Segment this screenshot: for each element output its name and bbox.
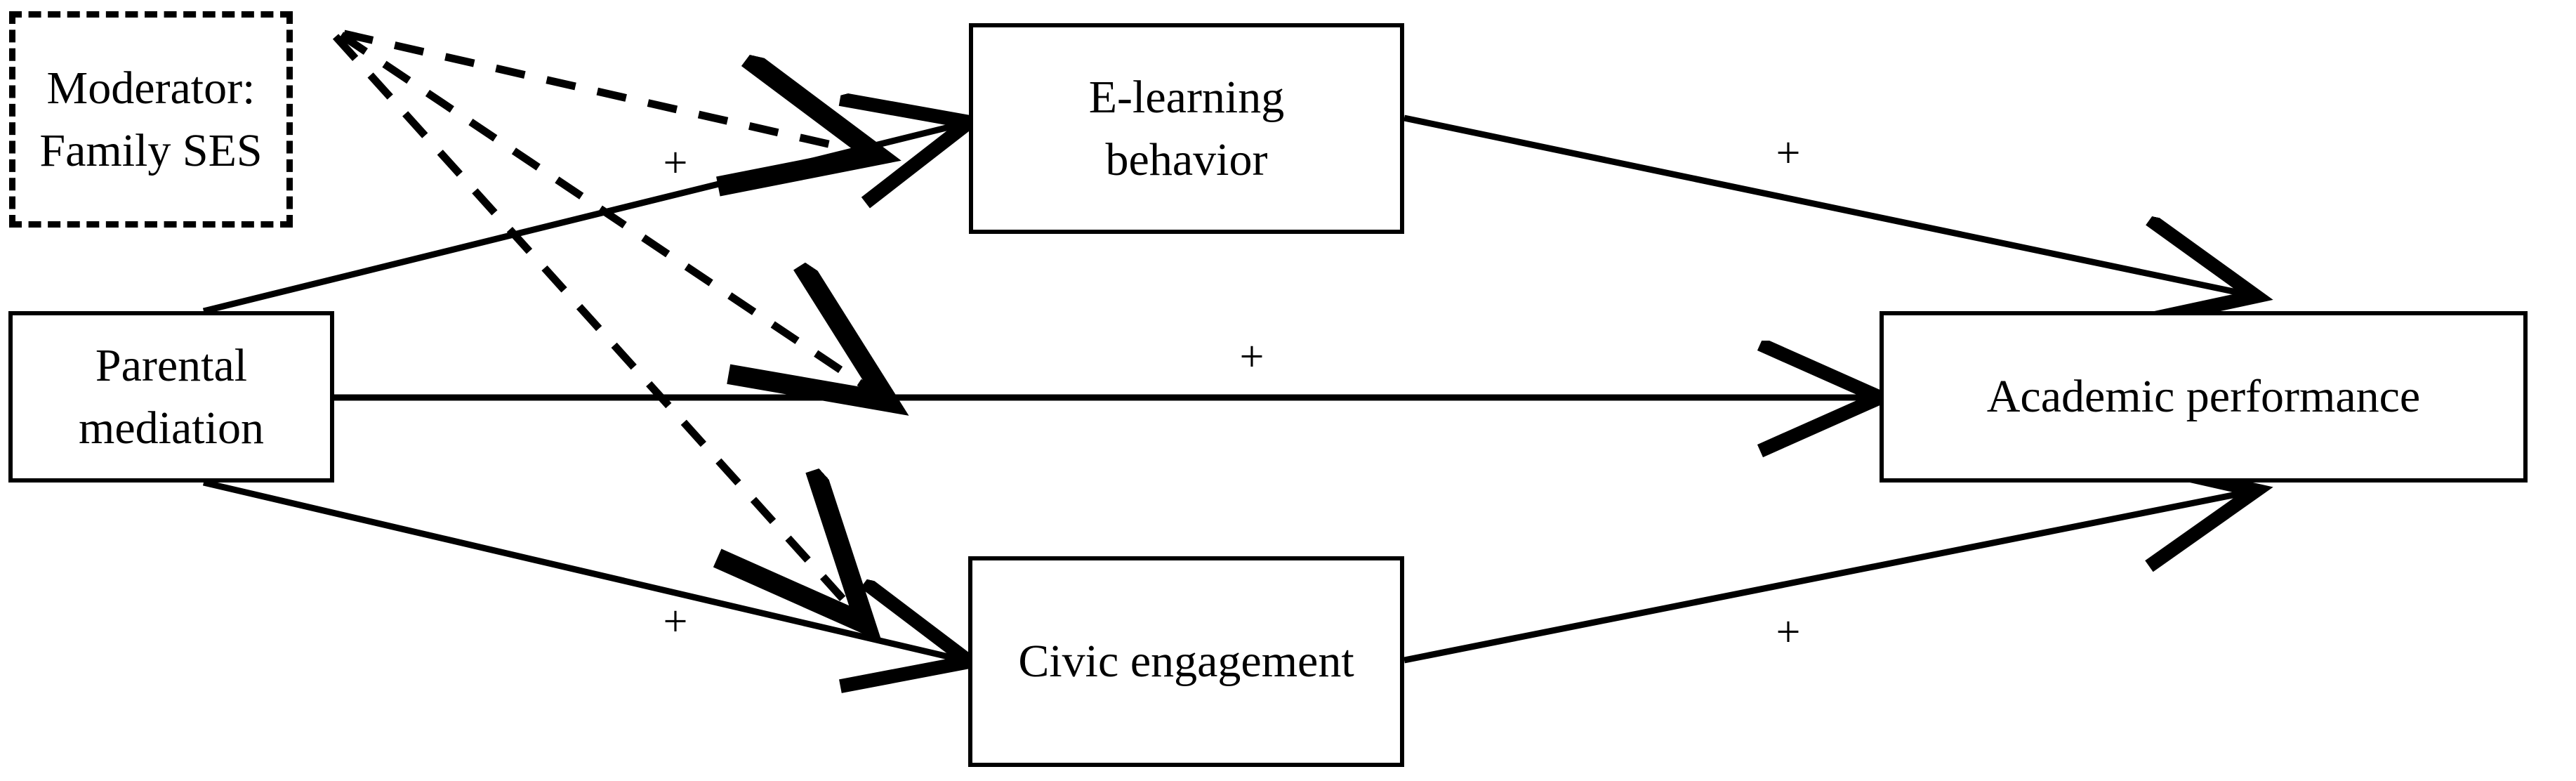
node-parental-mediation[interactable]: Parental mediation [8, 311, 334, 483]
edge-moderator-to-parental-academic [338, 32, 876, 393]
edge-moderator-to-parental-civic [332, 34, 855, 612]
node-moderator-label: Moderator: Family SES [39, 62, 263, 176]
node-civic-label: Civic engagement [1018, 636, 1354, 688]
edge-civic-to-academic [1403, 492, 2250, 664]
edge-parental-to-elearning [202, 124, 963, 315]
edge-sign-elearning-academic: + [1776, 129, 1801, 177]
node-academic-label: Academic performance [1986, 371, 2421, 423]
edge-sign-civic-academic: + [1776, 608, 1801, 656]
edge-sign-parental-elearning: + [663, 139, 688, 187]
edge-parental-to-civic [202, 479, 963, 660]
node-civic-engagement[interactable]: Civic engagement [968, 556, 1404, 767]
edge-moderator-to-parental-elearning [343, 29, 862, 152]
edge-sign-parental-civic: + [663, 598, 688, 645]
node-elearning-behavior[interactable]: E-learning behavior [969, 23, 1404, 234]
node-parental-label: Parental mediation [79, 339, 264, 454]
node-moderator-family-ses[interactable]: Moderator: Family SES [9, 11, 293, 228]
edge-sign-parental-academic: + [1239, 333, 1264, 381]
node-elearning-label: E-learning behavior [1088, 71, 1285, 185]
edge-elearning-to-academic [1403, 114, 2250, 295]
node-academic-performance[interactable]: Academic performance [1880, 311, 2528, 483]
